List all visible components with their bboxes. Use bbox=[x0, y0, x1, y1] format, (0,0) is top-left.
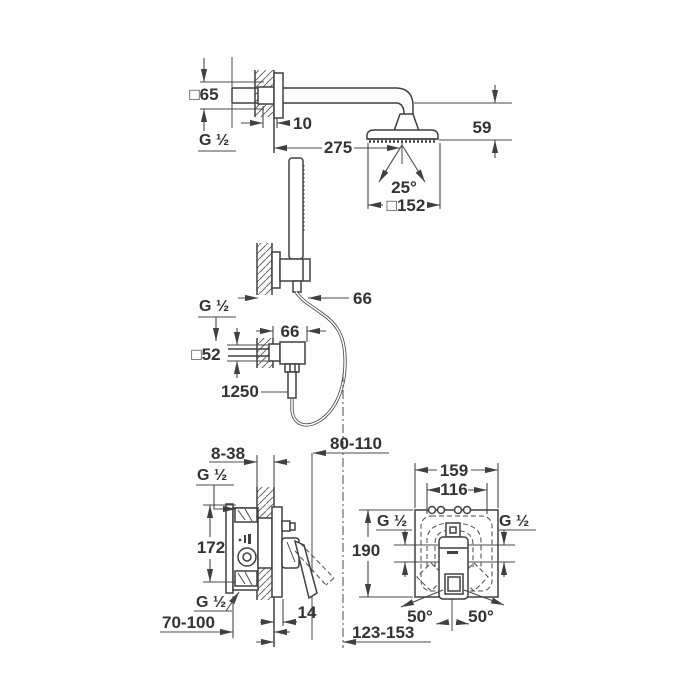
port-thread-left-label: G ½ bbox=[377, 513, 407, 530]
figure-head-shower: □65 G ½ 10 275 59 25° □152 bbox=[189, 57, 512, 215]
dim-spray-angle: 25° bbox=[391, 178, 417, 197]
dim-holder-projection: 66 bbox=[353, 289, 372, 308]
shower-head bbox=[366, 129, 439, 140]
dim-flange-projection: 10 bbox=[293, 114, 312, 133]
concealed-arm-fixing bbox=[257, 86, 275, 105]
dim-union-flange-square: □52 bbox=[191, 345, 220, 364]
dim-union-projection: 66 bbox=[281, 322, 300, 341]
mounting-bracket bbox=[225, 503, 234, 594]
dim-head-square: □152 bbox=[387, 196, 426, 215]
head-connector-cone bbox=[392, 113, 421, 132]
union-body bbox=[279, 341, 306, 365]
cartridge-housing bbox=[257, 517, 273, 569]
union-nut bbox=[284, 363, 300, 373]
dim-swing-left: 50° bbox=[407, 607, 433, 626]
shower-holder bbox=[279, 258, 311, 282]
arm-wall-flange bbox=[273, 72, 284, 119]
port-boss-left bbox=[416, 562, 446, 592]
wall-hatch bbox=[257, 487, 274, 518]
dim-hose-length: 1250 bbox=[221, 382, 259, 401]
figure-mixer-front: 159 116 G ½ G ½ 190 50° 50° bbox=[352, 461, 536, 631]
dim-port-spacing: 172 bbox=[197, 538, 225, 557]
port-thread-right-label: G ½ bbox=[499, 513, 529, 530]
dim-box-width: 159 bbox=[440, 461, 468, 480]
wall-hatch bbox=[257, 243, 272, 295]
union-wall-flange bbox=[268, 343, 281, 362]
dim-swing-right: 50° bbox=[468, 607, 494, 626]
lever-handle-alt-position bbox=[299, 542, 335, 579]
inlet-port-top bbox=[234, 507, 258, 523]
figure-mixer-side: 8-38 80-110 G ½ 172 G ½ 70-100 14 123-15… bbox=[160, 434, 431, 647]
dim-wall-depth-range: 8-38 bbox=[211, 444, 245, 463]
figure-wall-union: G ½ 66 □52 1250 bbox=[191, 298, 326, 401]
dim-plate-offset: 14 bbox=[298, 603, 317, 622]
outlet-port bbox=[237, 547, 257, 567]
holder-wall-flange bbox=[271, 251, 281, 289]
dim-install-depth-range: 70-100 bbox=[162, 613, 215, 632]
union-thread-label: G ½ bbox=[199, 298, 229, 315]
escutcheon-plate-edge bbox=[271, 506, 283, 598]
union-outlet-tube bbox=[287, 371, 297, 399]
dim-arm-flange-square: □65 bbox=[189, 85, 218, 104]
spout-thread-front bbox=[445, 522, 461, 538]
inlet-port-bottom bbox=[234, 570, 258, 587]
dim-arm-length: 275 bbox=[324, 138, 352, 157]
mixer-thread-top-label: G ½ bbox=[197, 467, 227, 484]
arm-thread-label: G ½ bbox=[199, 132, 229, 149]
diverter-stub bbox=[281, 520, 291, 532]
figure-hand-shower: 66 bbox=[238, 157, 372, 427]
dim-handle-projection-range: 123-153 bbox=[352, 623, 414, 642]
wall-hatch bbox=[257, 568, 274, 600]
dim-head-height: 59 bbox=[473, 118, 492, 137]
holder-outlet-nipple bbox=[292, 280, 302, 293]
mixer-thread-bottom-label: G ½ bbox=[196, 594, 226, 611]
dim-box-height: 190 bbox=[352, 541, 380, 560]
dim-body-depth-range: 80-110 bbox=[330, 434, 382, 453]
hand-shower-stick bbox=[288, 157, 304, 260]
dim-body-width: 116 bbox=[440, 480, 467, 499]
